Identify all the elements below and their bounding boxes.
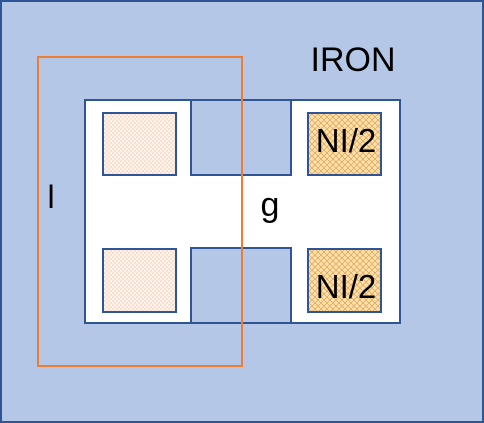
coil-top-right-label: NI/2 xyxy=(316,122,377,159)
coil-left-bottom xyxy=(102,248,177,313)
coil-right-bottom xyxy=(307,248,382,313)
path-length-label: l xyxy=(47,179,54,215)
iron-label: IRON xyxy=(311,41,396,79)
coil-right-top xyxy=(307,112,382,176)
coil-bottom-right-label: NI/2 xyxy=(316,268,377,305)
gap-label: g xyxy=(261,186,280,224)
coil-left-top xyxy=(102,112,177,176)
mean-path-loop xyxy=(37,56,243,367)
